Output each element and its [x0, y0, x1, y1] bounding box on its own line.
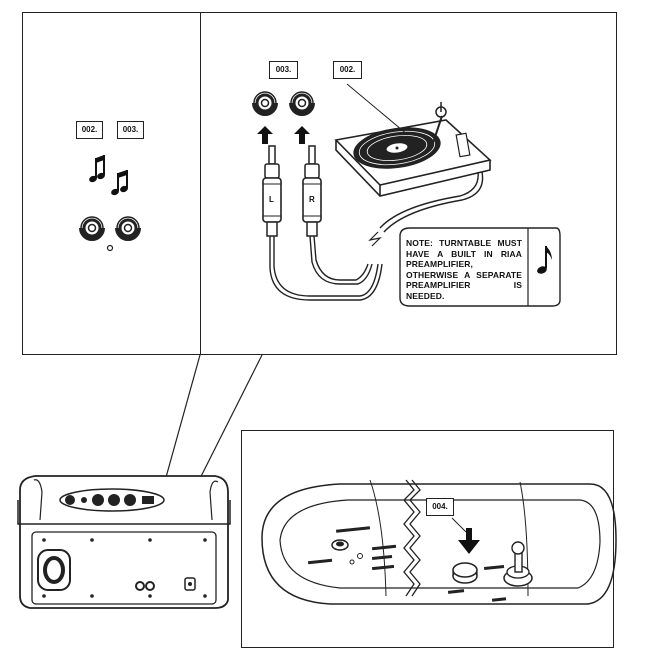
device-screws	[42, 538, 207, 598]
device-power-socket	[184, 577, 196, 591]
device-port	[37, 549, 71, 591]
beamed-music-notes-icon	[89, 155, 128, 196]
tag-002-right: 002.	[333, 61, 362, 79]
arrow-up-icon	[257, 126, 310, 144]
left-panel-illustration	[79, 155, 141, 252]
device-phono-jacks	[135, 581, 155, 591]
panel-rca-jacks	[79, 215, 141, 252]
right-panel	[200, 12, 617, 355]
tag-004: 004.	[426, 498, 454, 516]
plug-label-right: R	[309, 195, 315, 204]
toggle-switch	[503, 541, 533, 587]
speaker-device	[17, 475, 231, 609]
panel-knob	[331, 539, 363, 565]
panel-labels	[307, 526, 507, 602]
right-panel-illustration	[252, 83, 561, 307]
zigzag-break	[403, 479, 421, 597]
tag-002-left: 002.	[76, 121, 103, 139]
music-note-icon	[537, 246, 552, 274]
turntable	[334, 83, 492, 197]
button-004	[452, 562, 478, 584]
arrow-down-icon	[451, 517, 480, 554]
plug-label-left: L	[269, 195, 274, 204]
turntable-note: NOTE: TURNTABLE MUST HAVE A BUILT IN RIA…	[406, 238, 522, 301]
left-panel	[22, 12, 201, 355]
tag-003-left: 003.	[117, 121, 144, 139]
device-knobs	[65, 494, 154, 506]
bottom-panel	[241, 430, 614, 648]
tag-003-right: 003.	[269, 61, 298, 79]
audio-cable	[269, 171, 484, 301]
control-panel-closeup	[261, 479, 617, 605]
note-box	[399, 227, 561, 307]
